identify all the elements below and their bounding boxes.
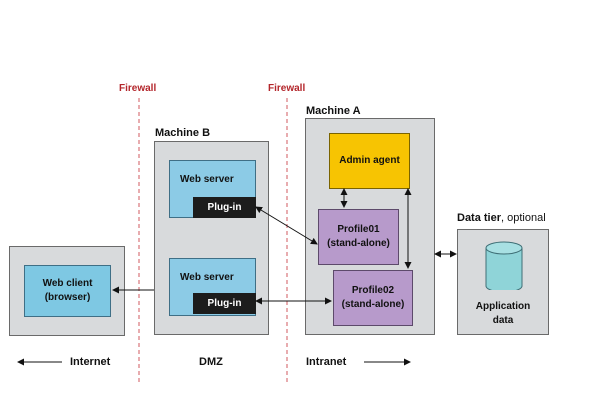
app-data-sublabel: data	[492, 315, 514, 326]
client-machine: Web client (browser)	[9, 246, 125, 336]
profile02-box: Profile02 (stand-alone)	[333, 270, 413, 326]
profile02-sublabel: (stand-alone)	[341, 299, 405, 310]
database-icon	[485, 241, 523, 290]
profile01-box: Profile01 (stand-alone)	[318, 209, 399, 265]
machine-b: Web server Plug-in Web server Plug-in	[154, 141, 269, 335]
profile01-label: Profile01	[337, 224, 380, 235]
zone-internet: Internet	[70, 356, 111, 368]
firewall-label-left: Firewall	[119, 83, 157, 94]
zone-intranet: Intranet	[306, 356, 347, 368]
web-server-top-label: Web server	[180, 174, 234, 185]
web-client-sublabel: (browser)	[44, 292, 91, 303]
arrow-plugin-profile01	[255, 206, 318, 245]
web-client-box: Web client (browser)	[24, 265, 111, 317]
data-tier-title-suffix: , optional	[501, 212, 546, 224]
machine-a-title: Machine A	[306, 105, 361, 117]
plugin-top: Plug-in	[193, 197, 256, 218]
admin-agent-box: Admin agent	[329, 133, 410, 189]
machine-b-title: Machine B	[155, 127, 211, 139]
plugin-bottom: Plug-in	[193, 293, 256, 314]
data-tier-machine: Application data	[457, 229, 549, 335]
admin-agent-label: Admin agent	[339, 155, 400, 166]
firewall-label-right: Firewall	[268, 83, 306, 94]
data-tier-title: Data tier, optional	[457, 212, 546, 224]
profile01-sublabel: (stand-alone)	[327, 238, 390, 249]
web-client-label: Web client	[42, 278, 93, 289]
app-data-label: Application	[475, 301, 531, 312]
web-server-bottom-label: Web server	[180, 272, 234, 283]
data-tier-title-main: Data tier	[457, 212, 502, 224]
zone-dmz: DMZ	[199, 356, 223, 368]
profile02-label: Profile02	[351, 285, 395, 296]
